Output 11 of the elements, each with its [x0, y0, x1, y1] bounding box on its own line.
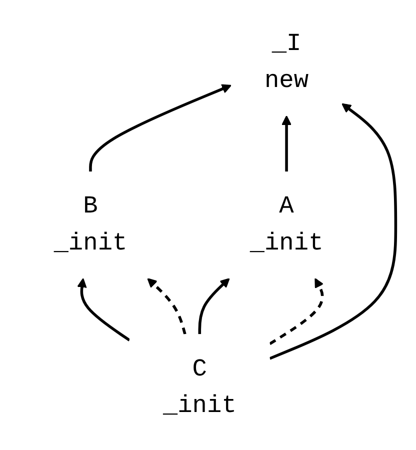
arrow	[198, 278, 230, 334]
arrow	[147, 278, 186, 335]
node-text: B _init	[54, 192, 128, 258]
arrow	[282, 115, 292, 172]
node-text: C _init	[162, 355, 236, 420]
node-text: A _init	[250, 192, 324, 258]
arrow	[269, 278, 324, 346]
arrow	[269, 103, 398, 360]
arrow	[89, 84, 232, 172]
arrow	[77, 278, 130, 342]
node-text: _I new	[264, 30, 309, 95]
